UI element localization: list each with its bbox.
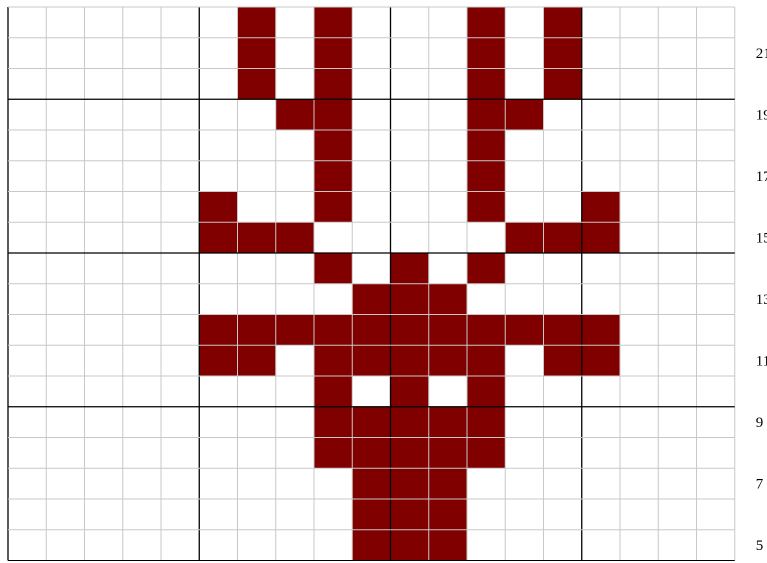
row-label: 17 [756,169,767,185]
filled-cell [582,315,620,346]
filled-cell [467,407,505,438]
row-label: 13 [756,292,767,308]
filled-cell [314,376,352,407]
filled-cell [429,438,467,469]
filled-cell [352,284,390,315]
filled-cell [429,468,467,499]
filled-cell [544,222,582,253]
filled-cell [544,69,582,100]
filled-cell [314,253,352,284]
filled-cell [467,130,505,161]
filled-cell [276,99,314,130]
filled-cell [391,407,429,438]
row-labels: 21 19 17 15 13 11 9 7 5 [756,46,767,554]
filled-cell [238,222,276,253]
filled-cell [544,345,582,376]
filled-cell [429,315,467,346]
filled-cell [467,438,505,469]
filled-cell [467,345,505,376]
filled-cell [314,345,352,376]
filled-cell [314,69,352,100]
row-label: 9 [756,415,764,431]
filled-cell [544,7,582,38]
filled-cell [467,38,505,69]
filled-cell [429,530,467,561]
row-label: 11 [756,354,767,370]
filled-cell [582,222,620,253]
filled-cell [582,192,620,223]
filled-cell [352,407,390,438]
filled-cell [582,345,620,376]
filled-cell [391,284,429,315]
filled-cell [352,315,390,346]
filled-cell [238,315,276,346]
filled-cell [314,407,352,438]
filled-cell [429,345,467,376]
filled-cell [314,161,352,192]
filled-cell [314,315,352,346]
filled-cell [314,7,352,38]
filled-cell [314,438,352,469]
filled-cell [199,192,237,223]
filled-cell [467,192,505,223]
filled-cell [276,315,314,346]
filled-cell [352,530,390,561]
filled-cell [505,315,543,346]
filled-cell [352,499,390,530]
filled-cell [391,530,429,561]
filled-cell [467,161,505,192]
filled-cell [352,438,390,469]
row-label: 5 [756,538,764,554]
filled-cell [467,376,505,407]
filled-cell [467,253,505,284]
filled-cell [391,345,429,376]
filled-cell [467,99,505,130]
filled-cell [544,38,582,69]
filled-cell [391,499,429,530]
filled-cell [467,7,505,38]
filled-cell [391,253,429,284]
filled-cell [314,192,352,223]
filled-cell [429,284,467,315]
filled-cell [238,38,276,69]
filled-cell [391,468,429,499]
filled-cell [314,38,352,69]
row-label: 21 [756,46,767,62]
filled-cell [544,315,582,346]
filled-cell [505,99,543,130]
filled-cell [238,345,276,376]
filled-cell [199,222,237,253]
row-label: 19 [756,108,767,124]
row-label: 7 [756,477,764,493]
filled-cell [429,499,467,530]
filled-cell [391,315,429,346]
filled-cell [199,345,237,376]
filled-cell [314,99,352,130]
row-label: 15 [756,231,767,247]
filled-cell [391,376,429,407]
filled-cell [199,315,237,346]
filled-cell [467,315,505,346]
filled-cell [391,438,429,469]
filled-cell [238,69,276,100]
filled-cell [276,222,314,253]
filled-cell [352,468,390,499]
filled-cell [238,7,276,38]
filled-cell [505,222,543,253]
filled-cell [314,130,352,161]
filled-cell [352,345,390,376]
filled-cell [429,407,467,438]
filled-cell [467,69,505,100]
